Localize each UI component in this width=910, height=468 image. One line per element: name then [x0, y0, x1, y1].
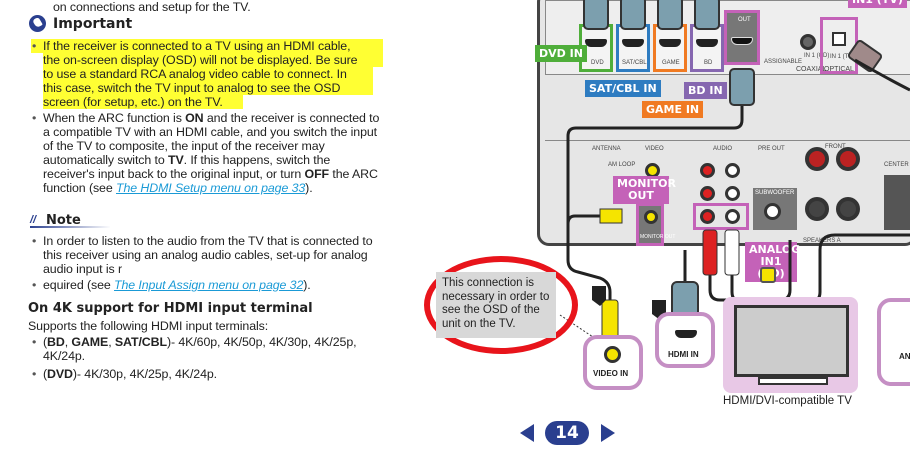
- audio-l-jack: [725, 209, 740, 224]
- note-bullet-2: equired (see The Input Assign menu on pa…: [30, 278, 375, 292]
- triangle-right-icon[interactable]: [601, 424, 615, 442]
- analog-in-bubble: ANA: [877, 298, 910, 386]
- red-annotation-circle: [424, 256, 578, 354]
- tv-illustration: [723, 297, 858, 393]
- callout-text: This connection is necessary in order to…: [436, 272, 556, 338]
- monitor-out-label: MONITOR OUT: [613, 176, 676, 204]
- hdmi-plug-icon: [620, 0, 646, 30]
- front-l-terminal: [836, 147, 860, 171]
- audio-l-jack: [725, 163, 740, 178]
- dvd-in-label: DVD IN: [535, 45, 587, 62]
- 4k-intro: Supports the following HDMI input termin…: [28, 319, 269, 333]
- important-bullet-2: When the ARC function is ON and the rece…: [30, 111, 385, 195]
- important-heading: Important: [53, 16, 133, 32]
- center-terminal: [884, 175, 910, 230]
- audio-l-jack: [725, 186, 740, 201]
- audio-r-jack: [700, 163, 715, 178]
- 4k-heading: On 4K support for HDMI input terminal: [28, 301, 313, 316]
- in1-tv-label: IN1 (TV): [848, 0, 907, 8]
- hdmi-plug-icon: [694, 0, 720, 30]
- note-header: // Note: [30, 213, 110, 228]
- important-bullet-1: If the receiver is connected to a TV usi…: [30, 39, 383, 109]
- video-in-bubble: VIDEO IN: [583, 335, 643, 390]
- coaxial-jack: [800, 34, 816, 50]
- game-in-label: GAME IN: [642, 101, 704, 118]
- hdmi-out-port: OUT: [724, 10, 760, 65]
- audio-r-jack: [700, 186, 715, 201]
- front-r-terminal: [805, 147, 829, 171]
- page-number: 14: [545, 421, 589, 445]
- note-bullet-1: In order to listen to the audio from the…: [30, 234, 375, 276]
- triangle-left-icon[interactable]: [520, 424, 534, 442]
- hdmi-plug-icon: [583, 0, 609, 30]
- monitor-out-port: MONITOR OUT: [636, 203, 675, 246]
- input-assign-link[interactable]: The Input Assign menu on page 32: [114, 278, 304, 292]
- top-line: on connections and setup for the TV.: [53, 0, 251, 14]
- front-l-neg-terminal: [836, 197, 860, 221]
- subwoofer-port: SUBWOOFER: [753, 188, 797, 230]
- 4k-bullet-2: (DVD)- 4K/30p, 4K/25p, 4K/24p.: [30, 367, 375, 381]
- tv-caption: HDMI/DVI-compatible TV: [723, 395, 852, 407]
- analog-in1-port: [693, 203, 749, 230]
- hdmi-in-bubble: HDMI IN: [655, 312, 715, 368]
- lower-section: [545, 140, 910, 250]
- hdmi-plug-icon: [729, 68, 755, 106]
- important-icon: [29, 15, 46, 32]
- 4k-bullet-1: (BD, GAME, SAT/CBL)- 4K/60p, 4K/50p, 4K/…: [30, 335, 375, 363]
- hdmi-setup-link[interactable]: The HDMI Setup menu on page 33: [116, 181, 306, 195]
- pencil-icon: //: [30, 214, 37, 226]
- sat-in-label: SAT/CBL IN: [585, 80, 661, 97]
- bd-in-label: BD IN: [684, 82, 727, 99]
- front-r-neg-terminal: [805, 197, 829, 221]
- audio-r-jack: [700, 209, 715, 224]
- hdmi-plug-icon: [657, 0, 683, 30]
- video-in-jack: [604, 346, 621, 363]
- note-pencil-icon: [760, 267, 776, 283]
